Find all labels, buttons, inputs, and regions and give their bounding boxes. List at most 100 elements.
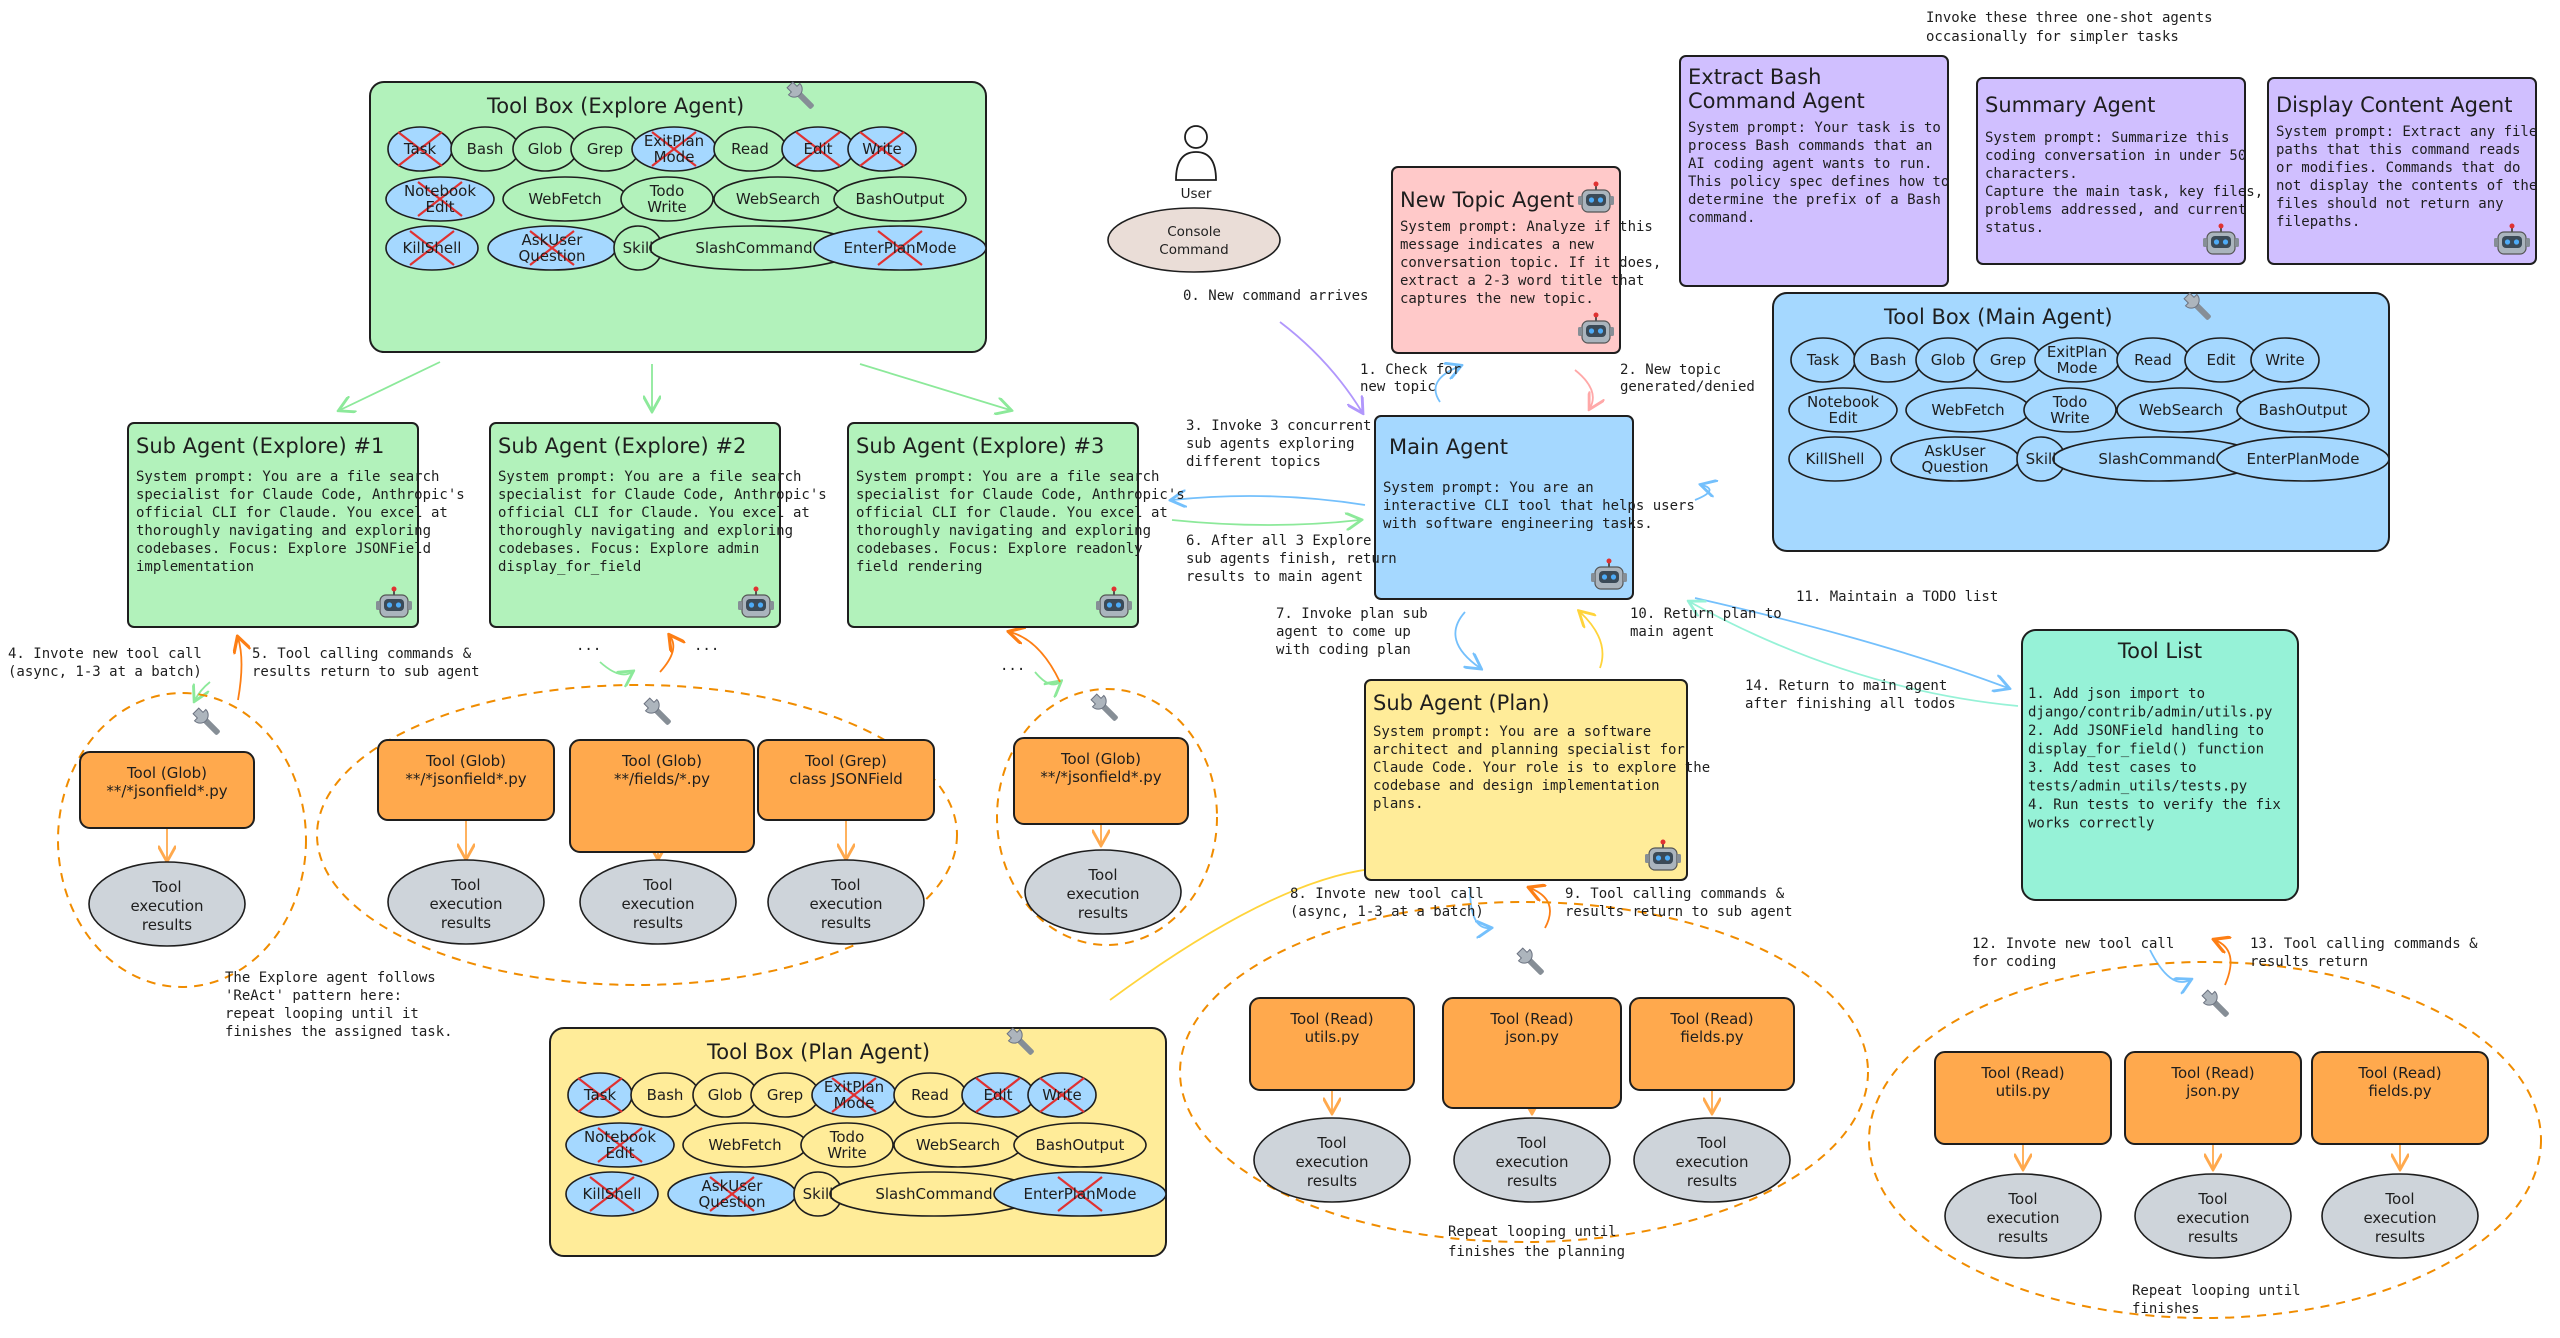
explore2-tool-loop xyxy=(316,684,958,986)
tool-label: Write xyxy=(862,140,902,158)
tool-label: Skill xyxy=(803,1185,834,1203)
new-topic-agent-robot-icon xyxy=(1578,312,1614,344)
plan-tool-2 xyxy=(1629,997,1795,1091)
tool-label: Task xyxy=(583,1086,617,1104)
arrow-maintoolbox-to-main xyxy=(1694,485,1710,501)
edge-label-5: 5. Tool calling commands &results return… xyxy=(252,646,480,680)
plan-tool-0-label: Tool (Read)utils.py xyxy=(1289,1010,1373,1046)
tool-list xyxy=(2021,629,2299,901)
main-toolbox-wrench-icon xyxy=(2183,292,2211,320)
user-icon xyxy=(1175,125,1217,181)
react-pattern-note: The Explore agent follows'ReAct' pattern… xyxy=(225,970,453,1040)
explore-toolbox-wrench-icon xyxy=(786,81,814,109)
main-tool-2 xyxy=(2311,1051,2489,1145)
explore-sub-agent-3-title: Sub Agent (Explore) #3 xyxy=(856,434,1104,458)
disabled-cross-icon xyxy=(651,131,697,167)
main-wrench-icon xyxy=(2201,989,2229,1017)
plan-tool-2-label: Tool (Read)fields.py xyxy=(1669,1010,1753,1046)
tool-label: Edit xyxy=(803,140,832,158)
explore2-result-0 xyxy=(387,859,545,945)
main-agent xyxy=(1374,415,1634,600)
explore-sub-agent-1 xyxy=(127,422,419,628)
tool-label: Skill xyxy=(2026,450,2057,468)
explore2-result-2 xyxy=(767,859,925,945)
extract-bash-agent xyxy=(1679,55,1949,287)
tool-label: BashOutput xyxy=(856,190,945,208)
arrow-tools-to-explore1 xyxy=(238,638,242,701)
tool-label: EnterPlanMode xyxy=(2246,450,2359,468)
tool-label: Task xyxy=(1806,351,1840,369)
ellipsis-2: ... xyxy=(1000,658,1025,674)
edge-label-11: 11. Maintain a TODO list xyxy=(1796,589,1998,605)
tool-label: WebFetch xyxy=(708,1136,781,1154)
plan-tool-1 xyxy=(1442,997,1622,1109)
tool-label: KillShell xyxy=(1806,450,1865,468)
tool-bashoutput xyxy=(1013,1122,1147,1168)
explore-sub-agent-1-robot-icon xyxy=(376,586,412,618)
tool-label: Glob xyxy=(1931,351,1966,369)
tool-label: SlashCommand xyxy=(2098,450,2215,468)
explore3-result xyxy=(1024,849,1182,935)
edge-label-0: 0. New command arrives xyxy=(1183,288,1368,304)
new-topic-agent-title: New Topic Agent xyxy=(1400,188,1574,212)
tool-label: EnterPlanMode xyxy=(843,239,956,257)
user-label: User xyxy=(1181,186,1212,202)
explore2-wrench-icon xyxy=(643,697,671,725)
edge-label-8: 8. Invote new tool call(async, 1-3 at a … xyxy=(1290,886,1484,920)
explore3-tool-glob xyxy=(1013,737,1189,825)
main-result-0 xyxy=(1944,1173,2102,1259)
main-tool-loop xyxy=(1868,961,2542,1319)
explore1-tool-loop xyxy=(57,692,307,988)
plan-result-0 xyxy=(1253,1117,1411,1203)
plan-result-1 xyxy=(1453,1117,1611,1203)
arrow-todolist-to-tools xyxy=(2149,949,2190,982)
tool-label: Read xyxy=(731,140,769,158)
tool-label: BashOutput xyxy=(1036,1136,1125,1154)
arrow-tools-to-plan xyxy=(1530,888,1551,929)
main-tool-0 xyxy=(1934,1051,2112,1145)
edge-label-9: 9. Tool calling commands &results return… xyxy=(1565,886,1793,920)
disabled-cross-icon xyxy=(589,1176,635,1212)
arrow-tools-to-explore3 xyxy=(1010,632,1061,683)
plan-tool-loop xyxy=(1179,901,1869,1243)
tool-todo-write xyxy=(800,1122,894,1168)
summary-agent-robot-icon xyxy=(2203,223,2239,255)
main-tool-1-label: Tool (Read)json.py xyxy=(2170,1064,2254,1100)
explore-sub-agent-2-robot-icon xyxy=(738,586,774,618)
arrow-explore2-to-tools xyxy=(599,661,632,674)
arrow-plan-to-main xyxy=(1580,612,1604,669)
explore-toolbox-title: Tool Box (Explore Agent) xyxy=(486,94,744,118)
disabled-cross-icon xyxy=(877,230,923,266)
tool-label: Bash xyxy=(1870,351,1907,369)
arrow-explore1-to-tools xyxy=(195,681,211,700)
tool-enterplanmode xyxy=(2216,436,2390,482)
arrow-toolbox-to-explore1 xyxy=(340,361,441,410)
tool-todo-write xyxy=(620,176,714,222)
explore-sub-agent-2 xyxy=(489,422,781,628)
tool-label: BashOutput xyxy=(2259,401,2348,419)
tool-notebook-edit xyxy=(1788,387,1898,433)
explore2-tool-2 xyxy=(757,739,935,821)
tool-label: Write xyxy=(1042,1086,1082,1104)
disabled-cross-icon xyxy=(597,1127,643,1163)
arrow-main-to-plan xyxy=(1454,611,1480,668)
tool-label: WebSearch xyxy=(736,190,820,208)
